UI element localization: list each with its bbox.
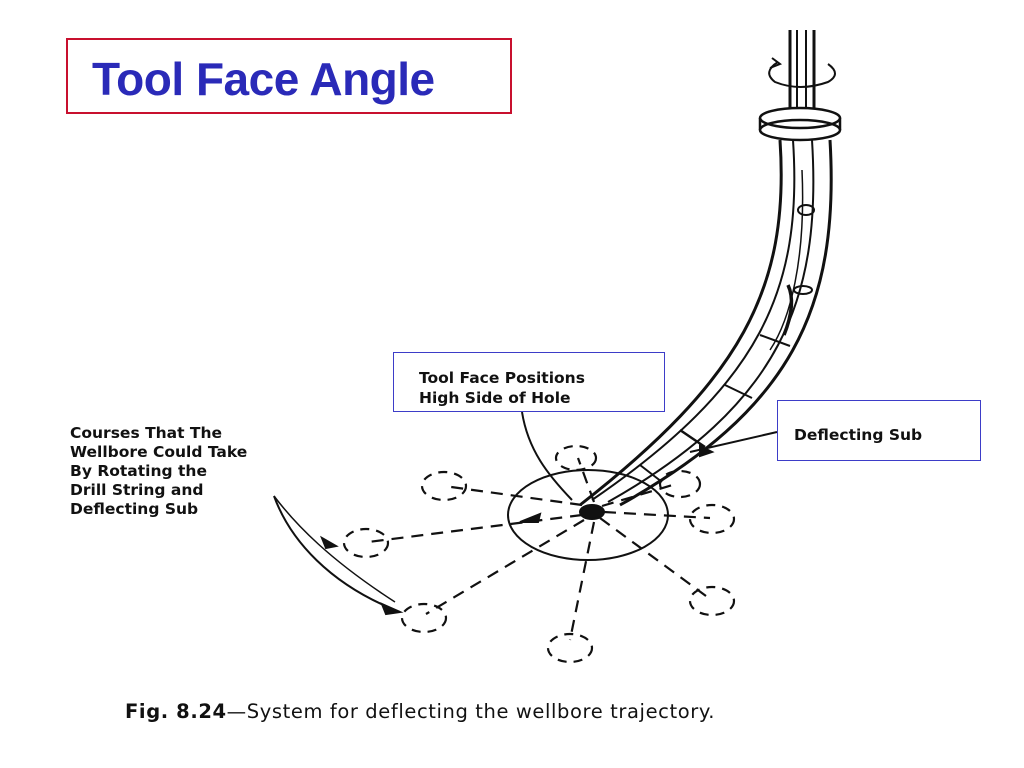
courses-line-3: By Rotating the — [70, 462, 207, 480]
tool-face-callout: Tool Face Positions High Side of Hole — [393, 352, 665, 412]
figure-number: Fig. 8.24 — [125, 700, 227, 723]
tool-face-pointer — [521, 411, 573, 501]
drill-pipe — [591, 139, 815, 503]
title-box: Tool Face Angle — [66, 38, 512, 114]
tool-face-line-2: High Side of Hole — [419, 389, 571, 407]
trajectory-lines — [367, 457, 711, 641]
wellbore-walls — [579, 139, 833, 507]
figure-caption: Fig. 8.24—System for deflecting the well… — [125, 700, 715, 723]
rotation-arrow-icon — [768, 57, 836, 88]
courses-line-5: Deflecting Sub — [70, 500, 199, 518]
drill-string — [788, 30, 816, 108]
courses-line-2: Wellbore Could Take — [70, 443, 248, 461]
course-circles — [342, 444, 736, 664]
courses-pointer — [273, 495, 404, 616]
courses-line-1: Courses That The — [70, 424, 223, 442]
courses-label: Courses That The Wellbore Could Take By … — [70, 424, 247, 519]
deflecting-sub-label: Deflecting Sub — [794, 426, 923, 444]
tool-face-callout-text: Tool Face Positions High Side of Hole — [419, 368, 585, 408]
rotary-collar — [758, 106, 842, 142]
page-title: Tool Face Angle — [92, 53, 435, 105]
deflecting-sub-pointer — [689, 431, 778, 458]
tool-face-line-1: Tool Face Positions — [419, 369, 585, 387]
courses-line-4: Drill String and — [70, 481, 204, 499]
figure-caption-text: —System for deflecting the wellbore traj… — [226, 700, 716, 723]
deflecting-sub-callout: Deflecting Sub — [777, 400, 981, 461]
center-hub — [579, 504, 605, 520]
